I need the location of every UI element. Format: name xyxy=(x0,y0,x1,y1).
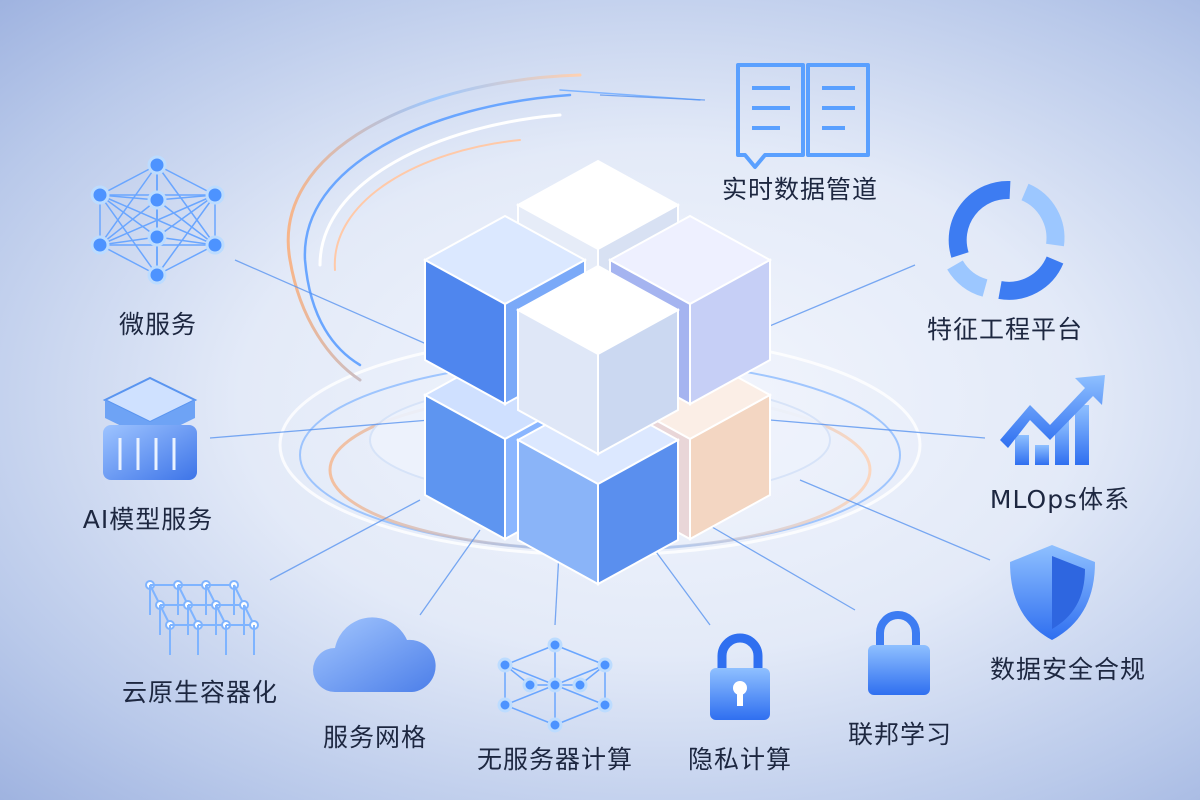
network-node xyxy=(497,697,513,713)
network-edge xyxy=(504,684,556,706)
network-node xyxy=(147,190,167,210)
label-ai-model-service: AI模型服务 xyxy=(82,505,214,534)
network-edge xyxy=(99,194,158,238)
connector-lines xyxy=(209,94,991,626)
network-edge xyxy=(554,664,606,686)
network-node xyxy=(90,235,110,255)
lattice-icon xyxy=(145,580,259,655)
cycle-arrows-icon xyxy=(947,180,1065,300)
network-node xyxy=(205,235,225,255)
network-edge xyxy=(99,194,158,201)
network-edge xyxy=(99,164,158,196)
cube xyxy=(515,264,681,456)
document-icon xyxy=(736,63,870,169)
network-edge xyxy=(156,194,216,276)
network-node xyxy=(522,677,538,693)
label-service-mesh: 服务网格 xyxy=(322,723,428,752)
light-trails xyxy=(286,73,701,382)
label-cloud-native: 云原生容器化 xyxy=(121,678,279,707)
network-graph-icon xyxy=(90,155,225,285)
cube-right-face xyxy=(597,308,679,456)
network-node xyxy=(547,637,563,653)
network-node xyxy=(597,697,613,713)
growth-chart-icon xyxy=(1000,375,1105,465)
label-privacy-computing: 隐私计算 xyxy=(687,745,793,774)
label-serverless: 无服务器计算 xyxy=(476,745,634,774)
network-edge xyxy=(156,236,216,246)
lock-icon xyxy=(868,611,930,695)
label-federated-learning: 联邦学习 xyxy=(847,720,953,749)
central-cube-cluster xyxy=(422,159,773,586)
network-edge xyxy=(99,164,158,246)
network-edge xyxy=(554,704,606,726)
cloud-icon xyxy=(313,617,436,692)
network-node xyxy=(572,677,588,693)
cube-right-face xyxy=(689,258,771,406)
network-node xyxy=(147,155,167,175)
label-microservices: 微服务 xyxy=(118,310,198,339)
network-edge xyxy=(156,164,216,196)
label-feature-platform: 特征工程平台 xyxy=(926,315,1084,344)
label-realtime-pipeline: 实时数据管道 xyxy=(721,175,879,204)
network-edge xyxy=(99,199,158,246)
network-node xyxy=(147,227,167,247)
network-edge xyxy=(156,164,216,246)
server-icon xyxy=(102,376,198,480)
label-data-security: 数据安全合规 xyxy=(989,655,1147,684)
network-edge xyxy=(554,644,606,666)
network-edge xyxy=(554,684,606,706)
network-node xyxy=(547,717,563,733)
network-node xyxy=(90,185,110,205)
shield-icon xyxy=(1010,545,1095,640)
network-edge xyxy=(504,664,556,686)
network-node xyxy=(597,657,613,673)
network-edge xyxy=(99,236,158,246)
network-node xyxy=(205,185,225,205)
network-edge xyxy=(99,244,158,276)
network-node xyxy=(147,265,167,285)
network-edge xyxy=(99,194,158,276)
network-edge xyxy=(156,194,216,201)
network-edge xyxy=(156,199,216,246)
keyhole-lock-icon xyxy=(710,633,770,720)
network-edge xyxy=(504,704,556,726)
network-edge xyxy=(156,244,216,276)
network-edge xyxy=(156,194,216,238)
label-mlops: MLOps体系 xyxy=(989,485,1131,514)
cube-right-face xyxy=(597,438,679,586)
network-node xyxy=(497,657,513,673)
network-icon xyxy=(497,637,613,733)
network-node xyxy=(547,677,563,693)
network-edge xyxy=(504,644,556,666)
cube-right-face xyxy=(689,393,771,541)
